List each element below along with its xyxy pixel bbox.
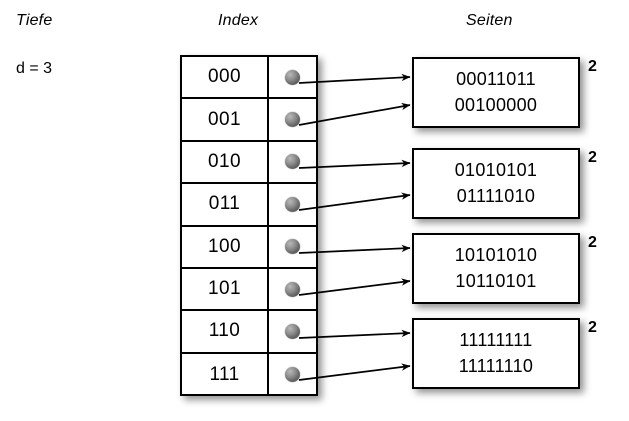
page-record: 10110101 [455, 270, 537, 291]
pointer-dot-icon [285, 196, 300, 212]
page-record-count: 2 [588, 149, 597, 166]
page-record: 11111110 [458, 355, 534, 376]
index-row: 110 [182, 311, 316, 354]
column-heading-pages: Seiten [466, 12, 513, 29]
index-table: 000 001 010 011 100 [180, 55, 318, 396]
page-record: 11111111 [459, 329, 533, 350]
index-pointer-cell [269, 269, 316, 309]
index-row: 101 [182, 268, 316, 312]
index-key: 110 [182, 311, 269, 352]
pointer-dot-icon [285, 281, 300, 297]
page-box: 00011011 00100000 [412, 57, 580, 128]
page-box: 01010101 01111010 [412, 148, 580, 219]
index-row: 011 [182, 184, 316, 227]
page-record-count: 2 [588, 234, 597, 251]
pointer-dot-icon [285, 112, 300, 128]
index-key: 111 [182, 353, 269, 396]
pointer-dot-icon [285, 323, 300, 339]
page-box: 10101010 10110101 [412, 233, 580, 304]
index-key: 011 [182, 184, 269, 225]
index-pointer-cell [269, 227, 316, 267]
index-key: 101 [182, 268, 269, 310]
page-record: 01010101 [454, 159, 538, 180]
index-key: 000 [182, 57, 269, 98]
depth-value: d = 3 [16, 60, 53, 77]
index-row: 100 [182, 226, 316, 269]
index-key: 010 [182, 141, 269, 183]
pointer-dot-icon [285, 367, 300, 383]
index-key: 001 [182, 99, 269, 140]
page-record: 01111010 [456, 185, 536, 206]
index-pointer-cell [269, 311, 316, 351]
pointer-dot-icon [285, 154, 300, 170]
index-row: 000 [182, 57, 316, 100]
page-record: 00100000 [454, 94, 538, 115]
index-pointer-cell [269, 354, 316, 396]
page-record: 10101010 [454, 244, 538, 265]
page-record: 00011011 [456, 68, 536, 89]
index-pointer-cell [269, 57, 316, 97]
index-pointer-cell [269, 142, 316, 182]
index-row: 111 [182, 353, 316, 396]
index-row: 001 [182, 99, 316, 142]
index-pointer-cell [269, 184, 316, 224]
column-heading-depth: Tiefe [16, 12, 53, 29]
column-heading-index: Index [218, 12, 259, 29]
page-record-count: 2 [588, 58, 597, 75]
pointer-dot-icon [285, 239, 300, 255]
pointer-dot-icon [285, 69, 300, 85]
index-pointer-cell [269, 99, 316, 139]
index-key: 100 [182, 226, 269, 267]
page-box: 11111111 11111110 [412, 318, 580, 389]
page-record-count: 2 [588, 319, 597, 336]
index-row: 010 [182, 141, 316, 185]
